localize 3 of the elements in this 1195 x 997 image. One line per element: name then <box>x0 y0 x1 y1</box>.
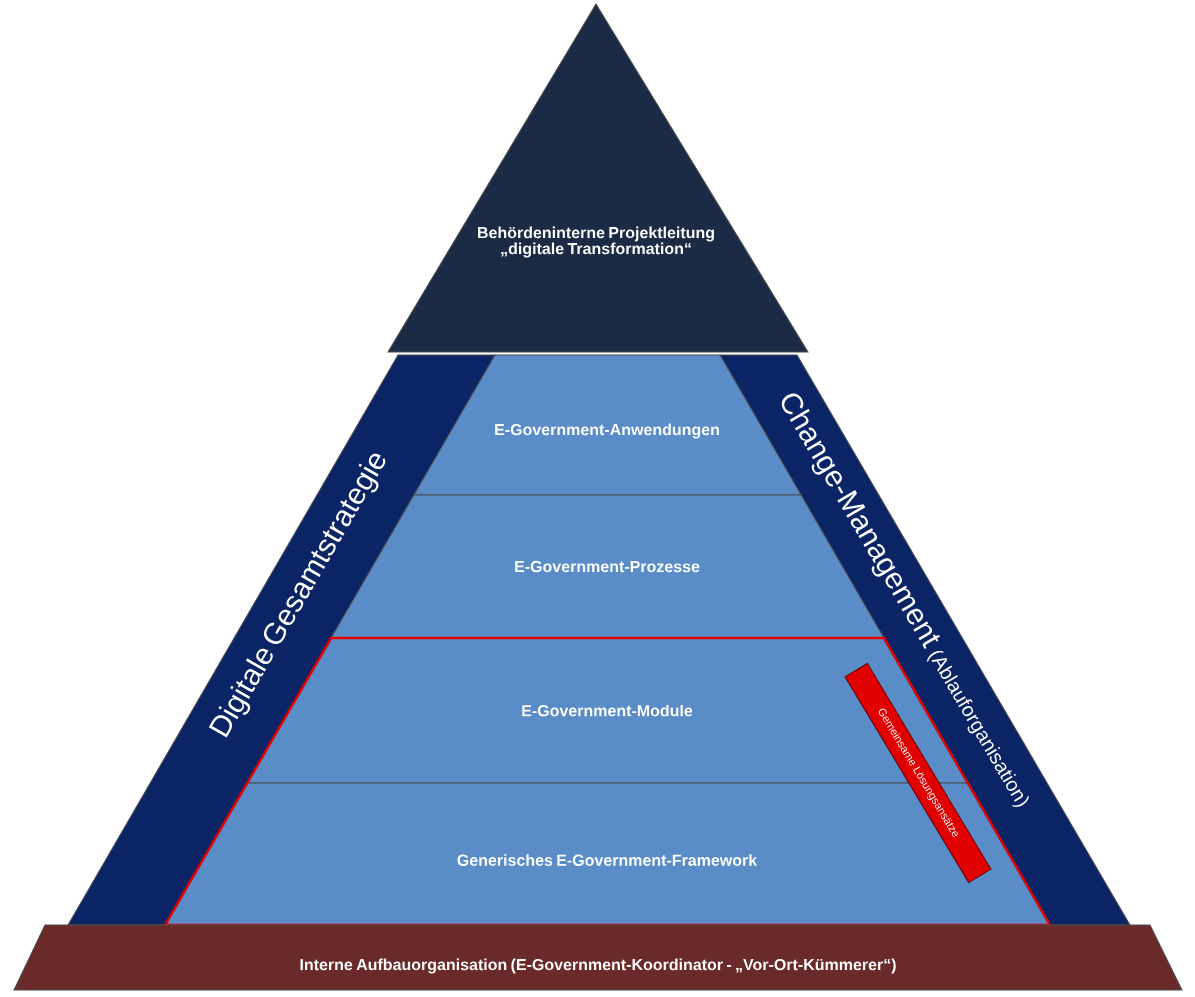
base-bar: Interne Aufbauorganisation (E-Government-Koordinator - „Vor-Ort-Kümmerer“) <box>13 924 1183 991</box>
node-label: E-Government-Module <box>522 704 693 717</box>
apex-triangle: Behördeninterne Projektleitung „digitale Transformation“ <box>387 3 809 353</box>
